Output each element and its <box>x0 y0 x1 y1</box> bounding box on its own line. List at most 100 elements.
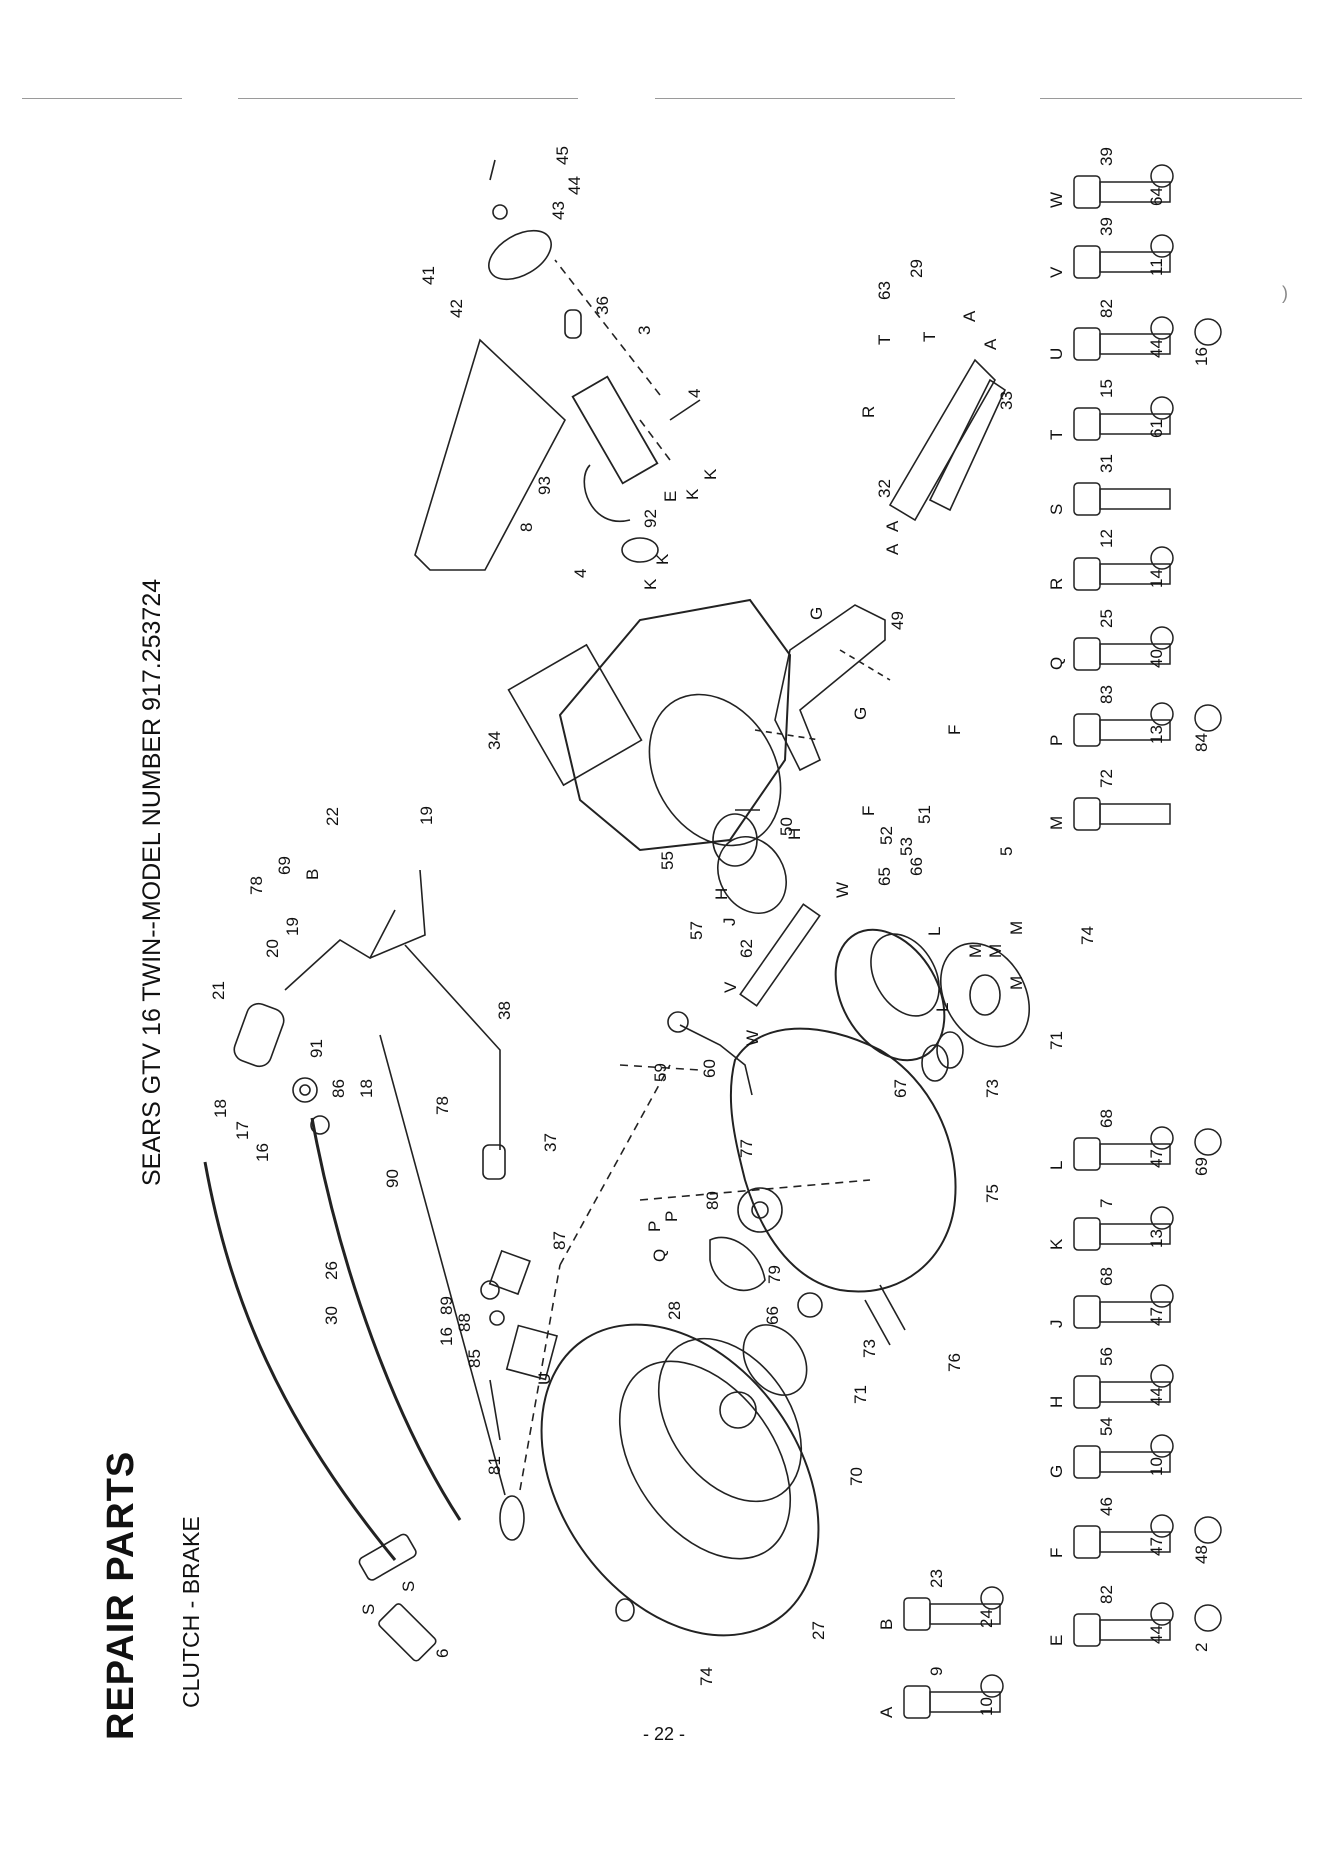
callout-label: 80 <box>703 1191 722 1210</box>
flange-4 <box>621 537 659 563</box>
bolt-shank-icon <box>929 1691 1001 1713</box>
callout-label: 34 <box>485 731 504 750</box>
callout-label: 81 <box>485 1456 504 1475</box>
brake-band-80 <box>709 1236 766 1292</box>
engine-34 <box>558 598 792 852</box>
callout-label: 90 <box>383 1169 402 1188</box>
callout-label: P <box>662 1211 681 1222</box>
callout-label: 77 <box>737 1139 756 1158</box>
washer-icon <box>1150 396 1174 420</box>
tire-27 <box>540 1323 820 1637</box>
hardware-part-number: 82 <box>1097 1585 1116 1604</box>
callout-label: 27 <box>809 1621 828 1640</box>
hardware-part-number: 25 <box>1097 609 1116 628</box>
callout-label: 38 <box>495 1001 514 1020</box>
washer-icon <box>1150 1284 1174 1308</box>
washer-43 <box>492 204 508 220</box>
hardware-part-number: 13 <box>1147 725 1166 744</box>
hardware-part-number: 44 <box>1147 339 1166 358</box>
callout-label: 53 <box>897 837 916 856</box>
callout-label: G <box>807 607 826 620</box>
callout-label: 3 <box>635 326 654 335</box>
hardware-part-number: 84 <box>1192 733 1211 752</box>
hardware-letter: J <box>1047 1320 1066 1329</box>
hardware-part-number: 69 <box>1192 1157 1211 1176</box>
callout-label: 79 <box>765 1265 784 1284</box>
callout-label: Q <box>650 1249 669 1262</box>
callout-label: 71 <box>1047 1031 1066 1050</box>
callout-label: A <box>883 520 902 532</box>
bolt-head-icon <box>1073 175 1101 209</box>
bracket-33 <box>928 378 1007 512</box>
hardware-part-number: 23 <box>927 1569 946 1588</box>
bolt-shank-icon <box>1099 643 1171 665</box>
bolt-head-icon <box>1073 327 1101 361</box>
bolt-shank-icon <box>1099 413 1171 435</box>
hardware-part-number: 9 <box>927 1667 946 1676</box>
callout-label: 6 <box>433 1649 452 1658</box>
hardware-part-number: 61 <box>1147 419 1166 438</box>
callout-label: K <box>653 553 672 565</box>
callout-label: 36 <box>593 296 612 315</box>
hardware-part-number: 7 <box>1097 1199 1116 1208</box>
nut-88 <box>489 1310 505 1326</box>
callout-label: M <box>1007 976 1026 990</box>
washer-17 <box>292 1077 318 1103</box>
washer-icon <box>1150 1434 1174 1458</box>
callout-label: 63 <box>875 281 894 300</box>
bolt-shank-icon <box>1099 1143 1171 1165</box>
callout-label: K <box>701 468 720 480</box>
callout-label: 19 <box>283 917 302 936</box>
washer-16 <box>310 1115 330 1135</box>
callout-label: 8 <box>517 523 536 532</box>
hardware-part-number: 10 <box>977 1697 996 1716</box>
bolt-shank-icon <box>1099 1381 1171 1403</box>
hardware-part-number: 47 <box>1147 1537 1166 1556</box>
hardware-letter: P <box>1047 735 1066 746</box>
bolt-head-icon <box>1073 245 1101 279</box>
callout-label: 59 <box>651 1063 670 1082</box>
hardware-letter: S <box>1047 504 1066 515</box>
callout-label: A <box>981 338 1000 350</box>
bolt-head-icon <box>1073 1295 1101 1329</box>
hardware-part-number: 83 <box>1097 685 1116 704</box>
callout-label: V <box>721 981 740 993</box>
hardware-part-number: 11 <box>1147 258 1166 276</box>
washer-icon <box>1150 316 1174 340</box>
bolt-shank-icon <box>929 1603 1001 1625</box>
callout-label: G <box>851 707 870 720</box>
bolt-shank-icon <box>1099 719 1171 741</box>
hardware-letter: F <box>1047 1548 1066 1558</box>
spacer-79 <box>797 1292 823 1318</box>
pulley-57 <box>717 836 787 914</box>
washer-icon <box>980 1586 1004 1610</box>
callout-label: 18 <box>211 1099 230 1118</box>
bolt-head-icon <box>1073 1137 1101 1171</box>
bolt-head-icon <box>1073 637 1101 671</box>
pipe-4 <box>669 399 701 421</box>
callout-label: 62 <box>737 939 756 958</box>
air-cleaner <box>507 643 643 787</box>
callout-label: W <box>743 1030 762 1046</box>
hub-71-right <box>939 942 1031 1048</box>
callout-label: A <box>883 543 902 555</box>
callout-label: K <box>683 488 702 500</box>
callout-label: 49 <box>888 611 907 630</box>
washer-icon <box>1150 1514 1174 1538</box>
callout-label: 16 <box>253 1143 272 1162</box>
hardware-part-number: 82 <box>1097 299 1116 318</box>
bolt-head-icon <box>1073 1525 1101 1559</box>
callout-label: K <box>641 578 660 590</box>
callout-label: J <box>720 918 739 927</box>
callout-label: S <box>359 1604 378 1615</box>
washer-icon <box>1150 164 1174 188</box>
callout-label: P <box>645 1221 664 1232</box>
hardware-letter: A <box>877 1706 896 1718</box>
hardware-part-number: 48 <box>1192 1545 1211 1564</box>
top-rule <box>1040 98 1302 99</box>
callout-label: H <box>712 888 731 900</box>
callout-label: S <box>399 1581 418 1592</box>
callout-label: 55 <box>658 851 677 870</box>
pulley-55 <box>712 813 758 867</box>
